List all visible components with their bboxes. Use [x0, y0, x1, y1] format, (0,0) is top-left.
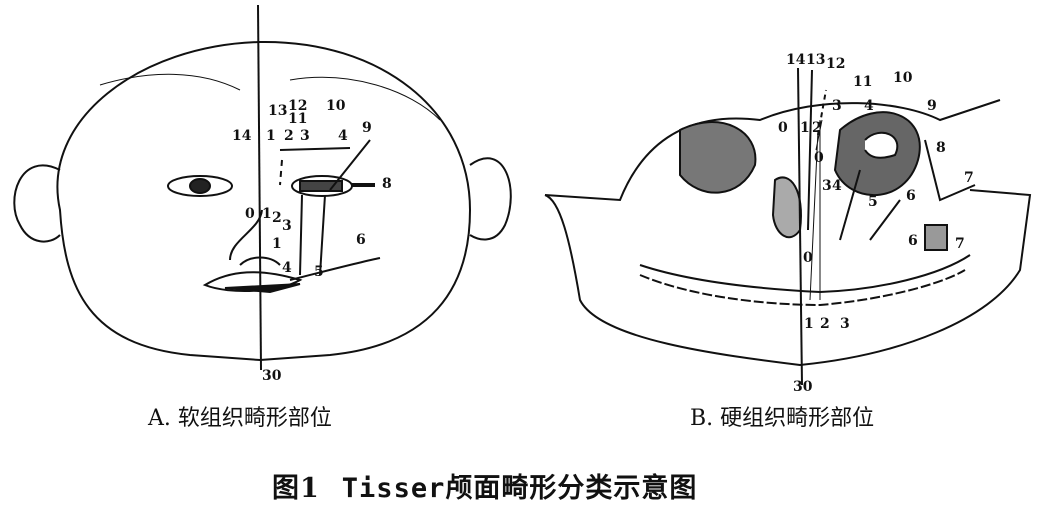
cleft-number-label: 3: [282, 218, 292, 234]
cleft-number-label: 5: [868, 194, 878, 210]
cleft-number-label: 30: [262, 368, 282, 384]
cleft-number-label: 2: [812, 120, 822, 136]
hard-tissue-skull-drawing: [544, 67, 1032, 386]
cleft-number-label: 12: [288, 98, 307, 114]
cleft-number-label: 10: [893, 70, 913, 86]
cleft-number-label: 4: [338, 128, 348, 144]
cleft-number-label: 1: [804, 316, 814, 332]
cleft-number-label: 7: [955, 236, 965, 252]
cleft-number-label: 14: [232, 128, 252, 144]
cleft-number-label: 11: [288, 111, 307, 127]
cleft-number-label: 5: [314, 264, 324, 280]
cleft-number-label: 4: [864, 98, 874, 114]
panel-b-caption: B. 硬组织畸形部位: [690, 406, 875, 431]
cleft-number-label: 9: [362, 120, 372, 136]
cleft-number-label: 6: [356, 232, 366, 248]
figure-number: 图1: [272, 473, 320, 504]
soft-tissue-face-drawing: [13, 4, 512, 371]
figure-title: 颅面畸形分类示意图: [445, 473, 698, 504]
cleft-number-label: 6: [906, 188, 916, 204]
cleft-number-label: 1: [262, 206, 272, 222]
cleft-number-label: 2: [272, 210, 282, 226]
cleft-number-label: 12: [826, 56, 845, 72]
cleft-number-label: 0: [803, 250, 813, 266]
cleft-number-label: 1: [272, 236, 282, 252]
cleft-number-label: 0: [814, 150, 824, 166]
cleft-number-label: 13: [806, 52, 825, 68]
cleft-number-label: 4: [832, 178, 842, 194]
cleft-number-label: 7: [964, 170, 974, 186]
cleft-number-label: 6: [908, 233, 918, 249]
cleft-number-label: 11: [853, 74, 872, 90]
cleft-number-label: 3: [840, 316, 850, 332]
cleft-number-label: 2: [284, 128, 294, 144]
cleft-number-label: 13: [268, 103, 287, 119]
cleft-number-label: 8: [936, 140, 946, 156]
cleft-number-label: 0: [778, 120, 788, 136]
cleft-number-label: 4: [282, 260, 292, 276]
cleft-number-label: 8: [382, 176, 392, 192]
cleft-number-label: 10: [326, 98, 346, 114]
cleft-number-label: 3: [300, 128, 310, 144]
cleft-number-label: 0: [245, 206, 255, 222]
cleft-number-label: 14: [786, 52, 806, 68]
cleft-number-label: 9: [927, 98, 937, 114]
cleft-number-label: 2: [820, 316, 830, 332]
panel-a-caption: A. 软组织畸形部位: [148, 406, 332, 431]
figure-caption: 图1 Tisser颅面畸形分类示意图: [272, 466, 697, 505]
figure-name: Tisser: [341, 473, 446, 504]
cleft-number-label: 1: [800, 120, 810, 136]
cleft-number-label: 3: [832, 98, 842, 114]
cleft-number-label: 1: [266, 128, 276, 144]
cleft-number-label: 3: [822, 178, 832, 194]
cleft-number-label: 30: [793, 379, 813, 395]
